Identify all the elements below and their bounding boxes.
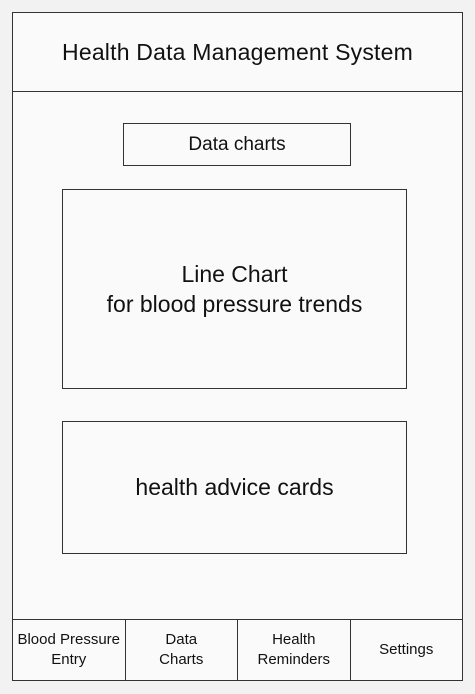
nav-item-health-reminders[interactable]: Health Reminders (238, 620, 351, 680)
app-frame: Health Data Management System Data chart… (12, 12, 463, 681)
bottom-nav: Blood Pressure Entry Data Charts Health … (13, 619, 462, 680)
section-title-box: Data charts (123, 123, 351, 166)
health-advice-cards-placeholder: health advice cards (62, 421, 407, 554)
chart-placeholder-line2: for blood pressure trends (106, 291, 363, 317)
advice-placeholder-label: health advice cards (135, 474, 334, 500)
bp-line-chart-placeholder: Line Chart for blood pressure trends (62, 189, 407, 389)
chart-placeholder-line1: Line Chart (181, 261, 288, 287)
nav-item-blood-pressure-entry[interactable]: Blood Pressure Entry (13, 620, 126, 680)
app-title: Health Data Management System (62, 38, 413, 65)
app-header: Health Data Management System (13, 13, 462, 92)
section-title: Data charts (188, 133, 286, 155)
nav-item-data-charts[interactable]: Data Charts (126, 620, 238, 680)
nav-item-settings[interactable]: Settings (379, 641, 434, 658)
